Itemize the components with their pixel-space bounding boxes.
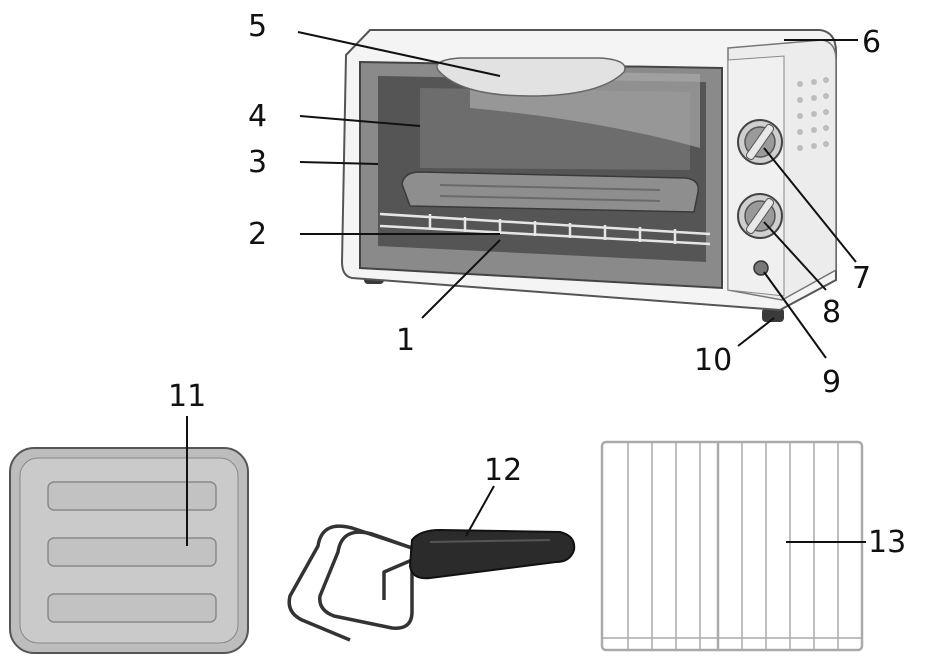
callout-3: 3 <box>248 145 267 180</box>
callout-8: 8 <box>822 295 841 330</box>
callout-13: 13 <box>868 525 906 560</box>
power-indicator-light <box>753 260 769 276</box>
callout-10: 10 <box>694 343 732 378</box>
leader-8 <box>763 221 827 291</box>
leader-7 <box>763 147 857 263</box>
callout-5: 5 <box>248 9 267 44</box>
temperature-knob <box>737 119 783 165</box>
callout-4: 4 <box>248 99 267 134</box>
side-vents <box>797 77 829 151</box>
callout-12: 12 <box>484 453 522 488</box>
timer-knob <box>737 193 783 239</box>
leader-1 <box>421 239 501 319</box>
callout-lines <box>297 31 858 359</box>
callout-2: 2 <box>248 217 267 252</box>
inner-tray-ridges <box>439 184 661 202</box>
baking-tray-icon <box>9 447 249 654</box>
oven-foot-right <box>762 308 784 322</box>
callout-11: 11 <box>168 379 206 414</box>
tray-ridge-1 <box>47 481 217 511</box>
leader-12 <box>465 485 495 537</box>
handle-grip <box>408 528 576 580</box>
callout-numbers: 5 4 3 2 1 6 7 8 9 10 11 12 13 <box>168 9 906 560</box>
callout-1: 1 <box>396 323 415 358</box>
tray-ridge-3 <box>47 593 217 623</box>
inner-wire-rack <box>379 212 711 246</box>
leader-4 <box>299 115 421 127</box>
toaster-oven-icon <box>340 29 837 322</box>
callout-7: 7 <box>852 261 871 296</box>
leader-10 <box>737 317 775 347</box>
door-handle <box>436 57 626 97</box>
leader-9 <box>763 271 827 359</box>
tray-handle-icon <box>287 524 576 642</box>
leader-5 <box>297 31 501 77</box>
tray-ridge-2 <box>47 537 217 567</box>
leader-3 <box>299 161 379 165</box>
callout-9: 9 <box>822 365 841 400</box>
inner-baking-tray <box>401 171 699 213</box>
callout-6: 6 <box>862 25 881 60</box>
control-panel <box>727 55 785 297</box>
wire-rack-icon <box>600 440 864 652</box>
